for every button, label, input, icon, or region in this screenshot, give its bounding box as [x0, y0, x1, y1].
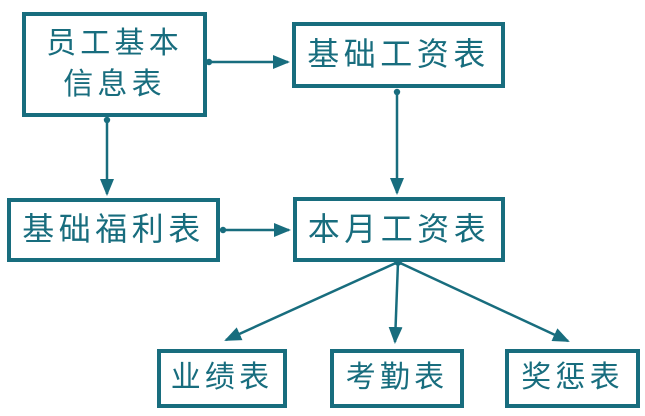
node-performance-label: 业绩表: [170, 361, 274, 395]
node-month-salary: 本月工资表: [293, 197, 505, 262]
node-reward-punishment: 奖惩表: [505, 349, 640, 408]
node-base-salary: 基础工资表: [292, 22, 505, 88]
node-employee-info: 员工基本信息表: [22, 12, 207, 117]
node-base-welfare: 基础福利表: [7, 198, 220, 262]
node-performance: 业绩表: [157, 349, 287, 408]
node-base-salary-label: 基础工资表: [307, 36, 490, 73]
edge-month-salary-to-attendance: [388, 261, 403, 344]
node-base-welfare-label: 基础福利表: [22, 211, 205, 248]
node-employee-info-label: 员工基本信息表: [46, 27, 183, 101]
edge-month-salary-to-performance: [224, 260, 399, 342]
edge-month-salary-to-reward-punishment: [397, 260, 570, 343]
node-month-salary-label: 本月工资表: [307, 210, 491, 247]
node-reward-punishment-label: 奖惩表: [521, 361, 624, 395]
node-attendance: 考勤表: [330, 349, 464, 408]
node-attendance-label: 考勤表: [345, 361, 449, 395]
